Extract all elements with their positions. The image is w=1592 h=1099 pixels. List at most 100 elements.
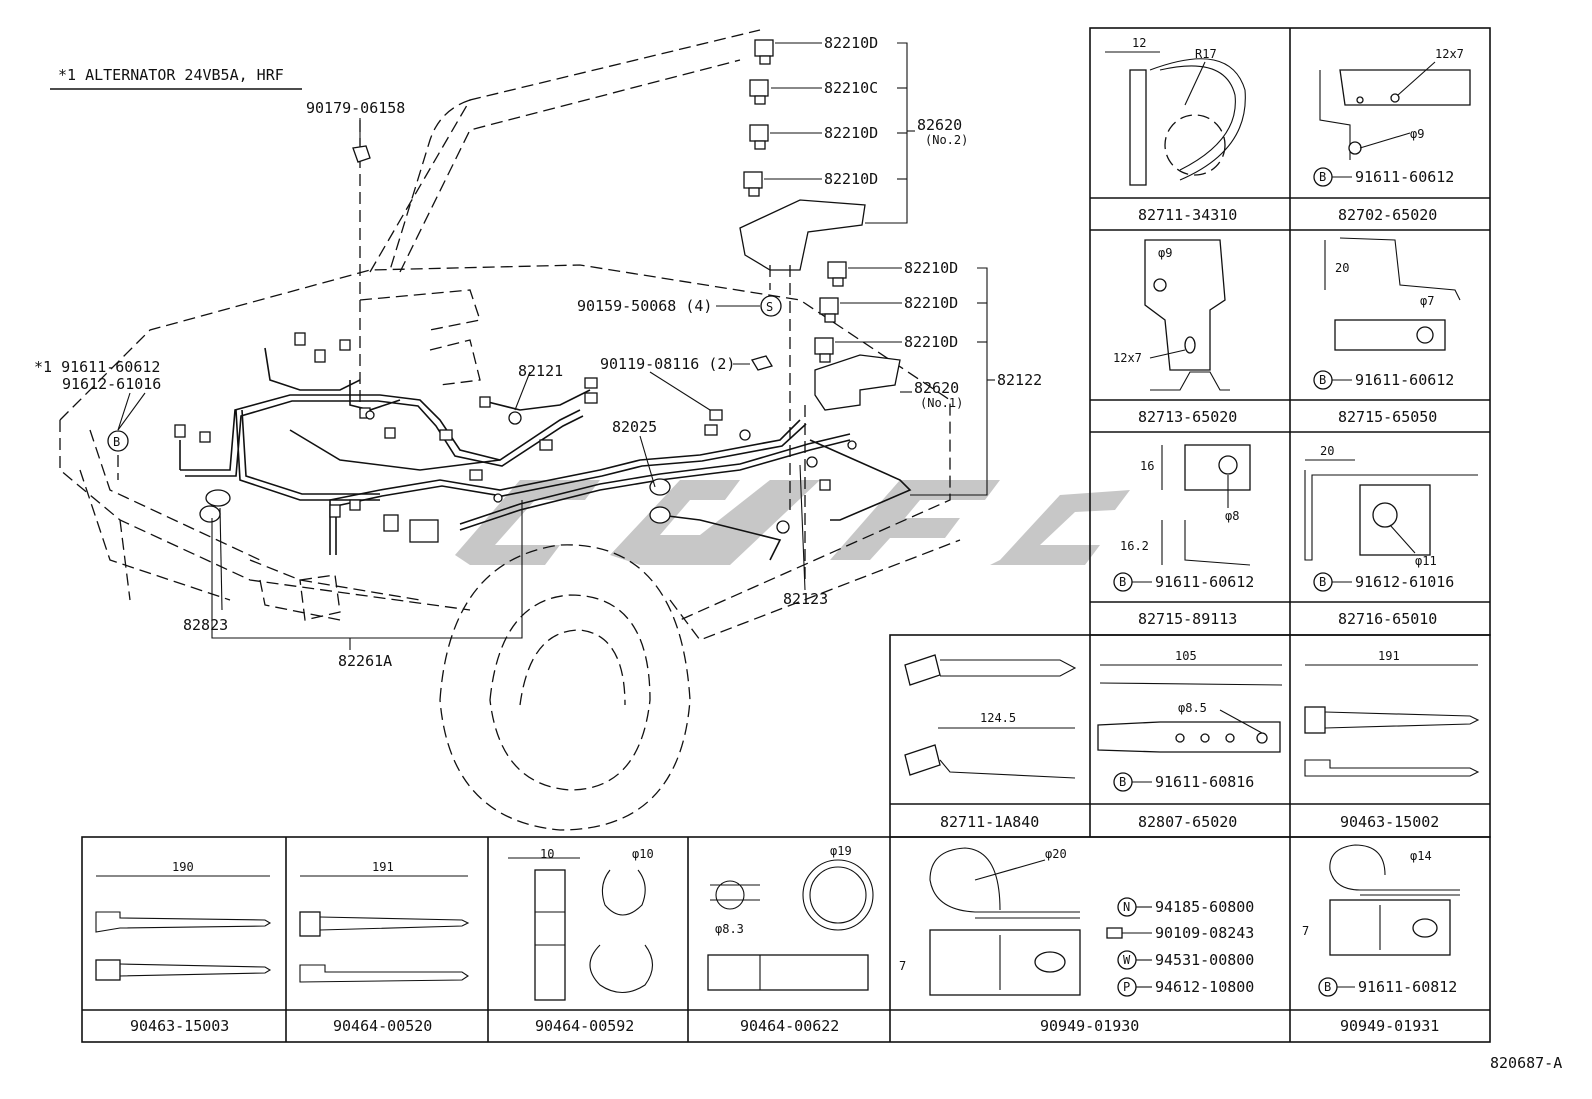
svg-text:91611-60612: 91611-60612 <box>1155 573 1254 591</box>
svg-text:20: 20 <box>1320 444 1334 458</box>
svg-text:91612-61016: 91612-61016 <box>1355 573 1454 591</box>
label-91612-61016: 91612-61016 <box>62 375 161 393</box>
caption-82715-89113: 82715-89113 <box>1138 610 1237 628</box>
caption-82715-65050: 82715-65050 <box>1338 408 1437 426</box>
label-90119: 90119-08116 (2) <box>600 355 735 373</box>
svg-text:W: W <box>1123 953 1131 967</box>
label-82210D-2: 82210D <box>824 124 878 142</box>
svg-text:91611-60612: 91611-60612 <box>1355 168 1454 186</box>
caption-90464-00592: 90464-00592 <box>535 1017 634 1035</box>
part-90949-01930: φ20 7 N 94185-60800 90109-08243 W 94531-… <box>899 847 1254 1035</box>
caption-82716-65010: 82716-65010 <box>1338 610 1437 628</box>
label-82210C: 82210C <box>824 79 878 97</box>
marker-b-icon <box>107 430 129 452</box>
svg-text:φ8.5: φ8.5 <box>1178 701 1207 715</box>
label-82025: 82025 <box>612 418 657 436</box>
label-82122: 82122 <box>997 371 1042 389</box>
caption-90949-01931: 90949-01931 <box>1340 1017 1439 1035</box>
leader-lines <box>117 42 995 650</box>
caption-90949-01930: 90949-01930 <box>1040 1017 1139 1035</box>
part-82807-65020: 105 φ8.5 B 91611-60816 82807-65020 <box>1097 649 1283 831</box>
svg-text:16.2: 16.2 <box>1120 539 1149 553</box>
fuse-block-no2 <box>739 39 866 271</box>
clip-90179 <box>352 118 371 163</box>
parts-grid-right <box>1089 27 1491 636</box>
svg-text:12x7: 12x7 <box>1113 351 1142 365</box>
watermark-logo <box>455 480 1130 565</box>
svg-text:105: 105 <box>1175 649 1197 663</box>
part-90464-00520: 191 90464-00520 <box>299 860 470 1035</box>
svg-text:φ9: φ9 <box>1158 246 1172 260</box>
svg-text:B: B <box>1319 373 1326 387</box>
svg-text:12x7: 12x7 <box>1435 47 1464 61</box>
caption-82711-1A840: 82711-1A840 <box>940 813 1039 831</box>
svg-text:B: B <box>1119 575 1126 589</box>
svg-text:R17: R17 <box>1195 47 1217 61</box>
part-82716-65010: 20 φ11 B 91612-61016 82716-65010 <box>1304 444 1478 628</box>
vehicle-outline <box>59 29 961 831</box>
svg-text:94531-00800: 94531-00800 <box>1155 951 1254 969</box>
svg-text:10: 10 <box>540 847 554 861</box>
svg-text:B: B <box>1319 575 1326 589</box>
part-82713-65020: φ9 12x7 82713-65020 <box>1113 239 1237 426</box>
svg-text:N: N <box>1123 900 1130 914</box>
label-82620-no1: 82620 <box>914 379 959 397</box>
label-91611-60612-star: *1 91611-60612 <box>34 358 160 376</box>
svg-text:φ9: φ9 <box>1410 127 1424 141</box>
part-90949-01931: φ14 7 B 91611-60812 90949-01931 <box>1302 844 1460 1035</box>
svg-text:16: 16 <box>1140 459 1154 473</box>
caption-90463-15003: 90463-15003 <box>130 1017 229 1035</box>
marker-b: B <box>113 435 120 449</box>
svg-text:91611-60612: 91611-60612 <box>1355 371 1454 389</box>
main-labels: 90179-06158 82210D 82210C 82210D 82210D … <box>34 34 1042 670</box>
part-82715-89113: 16 16.2 φ8 B 91611-60612 82715-89113 <box>1113 444 1254 628</box>
svg-text:φ7: φ7 <box>1420 294 1434 308</box>
caption-82713-65020: 82713-65020 <box>1138 408 1237 426</box>
parts-grid-bottom <box>81 836 1491 1043</box>
fuse-block-no1 <box>814 261 901 411</box>
svg-text:91611-60816: 91611-60816 <box>1155 773 1254 791</box>
label-82210D-3: 82210D <box>824 170 878 188</box>
label-82620-no2: 82620 <box>917 116 962 134</box>
part-90463-15002: 191 90463-15002 <box>1304 649 1480 831</box>
svg-text:φ20: φ20 <box>1045 847 1067 861</box>
part-90464-00592: 10 φ10 90464-00592 <box>508 847 654 1035</box>
svg-text:P: P <box>1123 980 1130 994</box>
svg-text:B: B <box>1319 170 1326 184</box>
svg-text:124.5: 124.5 <box>980 711 1016 725</box>
label-90159: 90159-50068 (4) <box>577 297 712 315</box>
label-82123: 82123 <box>783 590 828 608</box>
label-82823: 82823 <box>183 616 228 634</box>
part-82711-1A840: 124.5 82711-1A840 <box>904 654 1077 831</box>
label-82121: 82121 <box>518 362 563 380</box>
part-82715-65050: 20 φ7 B 91611-60612 82715-65050 <box>1313 237 1461 426</box>
alternator-note: *1 ALTERNATOR 24VB5A, HRF <box>50 66 302 90</box>
label-82210D-6: 82210D <box>904 333 958 351</box>
part-82711-34310: 12 R17 82711-34310 <box>1105 36 1246 224</box>
part-90463-15003: 190 90463-15003 <box>95 860 272 1035</box>
svg-text:B: B <box>1324 980 1331 994</box>
label-82210D-5: 82210D <box>904 294 958 312</box>
alternator-note-text: *1 ALTERNATOR 24VB5A, HRF <box>58 66 284 84</box>
svg-text:191: 191 <box>1378 649 1400 663</box>
svg-text:φ11: φ11 <box>1415 554 1437 568</box>
svg-text:φ8.3: φ8.3 <box>715 922 744 936</box>
caption-90464-00520: 90464-00520 <box>333 1017 432 1035</box>
caption-82807-65020: 82807-65020 <box>1138 813 1237 831</box>
svg-text:12: 12 <box>1132 36 1146 50</box>
svg-text:90109-08243: 90109-08243 <box>1155 924 1254 942</box>
svg-text:φ14: φ14 <box>1410 849 1432 863</box>
svg-text:191: 191 <box>372 860 394 874</box>
svg-text:φ8: φ8 <box>1225 509 1239 523</box>
wire-harness <box>174 332 912 561</box>
svg-text:φ10: φ10 <box>632 847 654 861</box>
svg-text:94185-60800: 94185-60800 <box>1155 898 1254 916</box>
diagram-code: 820687-A <box>1490 1054 1562 1072</box>
part-90464-00622: φ19 φ8.3 90464-00622 <box>707 844 874 1035</box>
label-82210D-4: 82210D <box>904 259 958 277</box>
svg-text:B: B <box>1119 775 1126 789</box>
caption-82702-65020: 82702-65020 <box>1338 206 1437 224</box>
caption-82711-34310: 82711-34310 <box>1138 206 1237 224</box>
